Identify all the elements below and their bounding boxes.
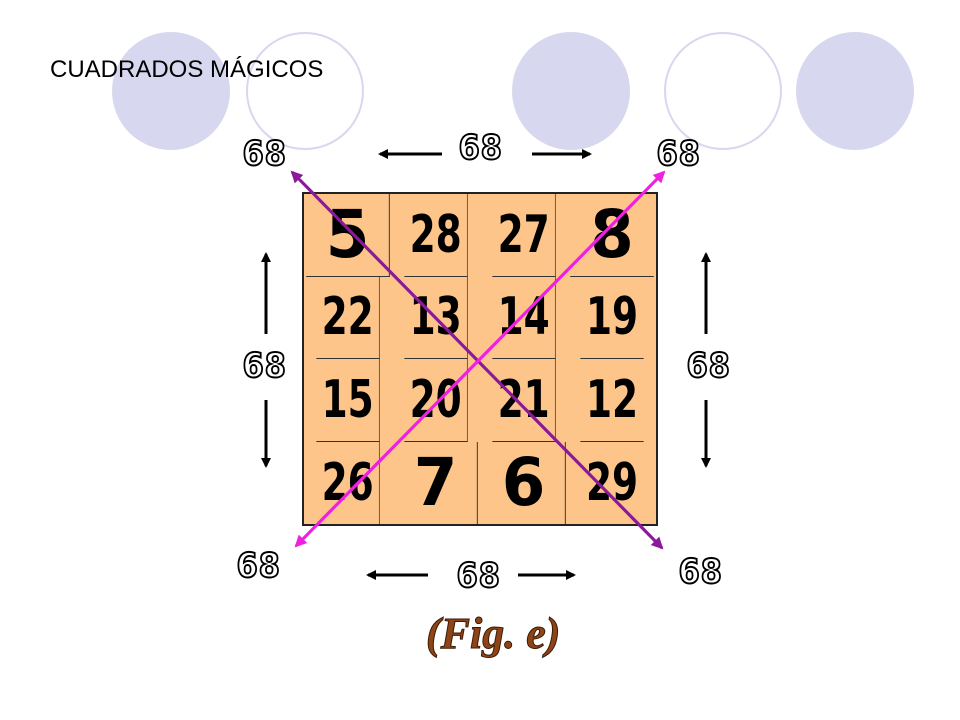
- cell-r0-c2: 27: [492, 194, 556, 277]
- sum-top-row: 68: [458, 127, 503, 169]
- sum-bottom-right-diagonal: 68: [678, 551, 723, 593]
- cell-r1-c3: 19: [580, 277, 644, 359]
- decorative-circle-4: [664, 32, 782, 150]
- cell-r2-c2: 21: [492, 359, 556, 442]
- decorative-circle-1: [112, 32, 230, 150]
- decorative-circle-3: [512, 32, 630, 150]
- anti-diagonal-line-tail: [294, 176, 660, 548]
- cell-r2-c3: 12: [580, 359, 644, 442]
- decorative-circle-5: [796, 32, 914, 150]
- sum-bottom-row: 68: [456, 555, 501, 597]
- decorative-circle-2: [246, 32, 364, 150]
- sum-right-column: 68: [686, 345, 731, 387]
- sum-top-right-diagonal: 68: [656, 133, 701, 175]
- sum-bottom-left-diagonal: 68: [236, 545, 281, 587]
- cell-r3-c0: 26: [316, 441, 380, 524]
- cell-r3-c3: 29: [585, 452, 639, 513]
- cell-r1-c0: 22: [316, 276, 380, 359]
- page-title: CUADRADOS MÁGICOS: [50, 56, 324, 83]
- figure-caption: (Fig. e): [425, 609, 561, 659]
- cell-r2-c0: 15: [316, 359, 380, 442]
- sum-left-column: 68: [242, 345, 287, 387]
- main-diagonal-line-tail: [298, 178, 664, 550]
- cell-r3-c1: 7: [394, 441, 478, 524]
- sum-top-left-diagonal: 68: [242, 133, 287, 175]
- cell-r3-c2: 6: [482, 441, 566, 524]
- cell-r0-c1: 28: [404, 194, 468, 277]
- cell-r0-c0: 5: [306, 194, 390, 277]
